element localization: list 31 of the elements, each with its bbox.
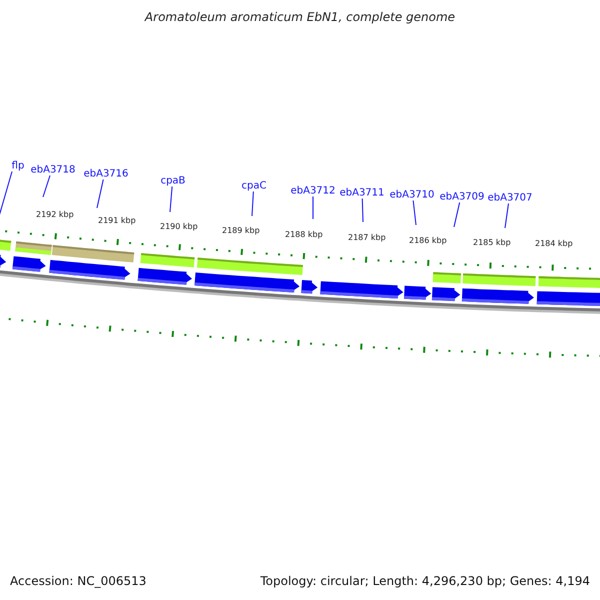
- gene-label: cpaC: [242, 180, 266, 192]
- accession-text: Accession: NC_006513: [10, 574, 146, 588]
- leader-line: [170, 186, 173, 212]
- leader-line: [412, 200, 416, 226]
- gene-label: ebA3711: [340, 188, 384, 198]
- gene-label: cpaB: [160, 176, 186, 186]
- genome-stats-text: Topology: circular; Length: 4,296,230 bp; Genes: 4,194: [260, 574, 590, 588]
- gene-label: ebA3709: [440, 192, 484, 202]
- scale-label: 2189 kbp: [222, 227, 260, 235]
- gene-label: ebA3716: [84, 168, 128, 180]
- scale-label: 2190 kbp: [160, 223, 198, 231]
- scale-label: 2185 kbp: [473, 239, 511, 247]
- scale-label: 2186 kbp: [409, 237, 447, 245]
- leader-line: [252, 191, 254, 216]
- leader-line: [362, 198, 364, 222]
- leader-line: [454, 202, 460, 228]
- scale-label: 2191 kbp: [98, 217, 136, 225]
- gene-label: ebA3718: [30, 164, 76, 176]
- gene-label: ebA3712: [290, 186, 336, 196]
- scale-label: 2192 kbp: [36, 211, 74, 219]
- map-title: Aromatoleum aromaticum EbN1, complete genome: [143, 10, 456, 24]
- gene-label: flp: [12, 160, 24, 172]
- leader-line: [96, 179, 104, 208]
- scale-label: 2188 kbp: [285, 231, 323, 239]
- scale-label: 2187 kbp: [348, 234, 386, 242]
- scale-label: 2184 kbp: [535, 240, 573, 248]
- leader-line: [42, 175, 50, 198]
- gene-label: ebA3710: [390, 190, 434, 200]
- gene-label: ebA3707: [488, 192, 532, 204]
- leader-line: [312, 196, 314, 220]
- leader-line: [504, 203, 509, 228]
